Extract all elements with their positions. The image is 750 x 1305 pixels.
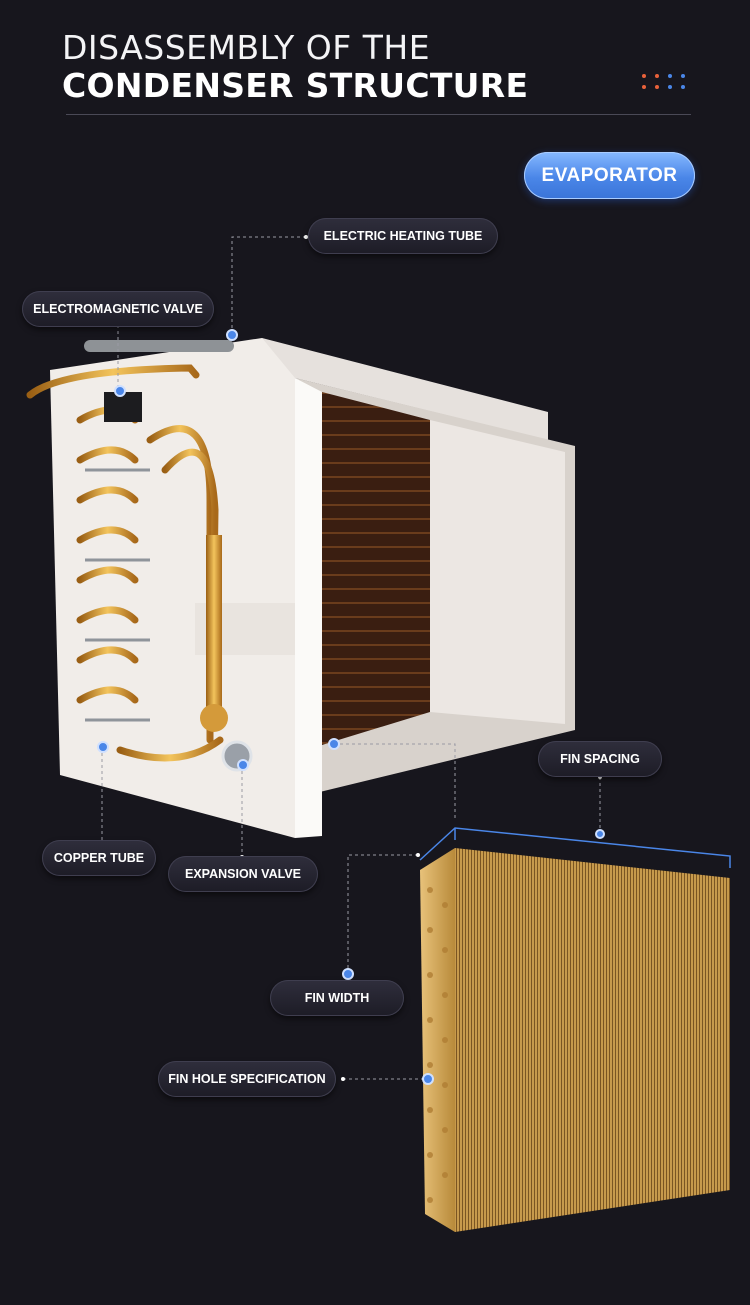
page-title-line-1: DISASSEMBLY OF THE	[62, 28, 431, 67]
dot-6	[655, 85, 659, 89]
label-copper-tube: COPPER TUBE	[42, 840, 156, 876]
evaporator-housing	[50, 338, 575, 838]
dot-5	[642, 85, 646, 89]
title-divider	[66, 114, 691, 115]
heating-rods	[85, 468, 150, 722]
dot-8	[681, 85, 685, 89]
label-fin-width: FIN WIDTH	[270, 980, 404, 1016]
decorative-dots	[642, 74, 692, 94]
fin-block	[420, 848, 730, 1232]
label-electric-heating-tube: ELECTRIC HEATING TUBE	[308, 218, 498, 254]
label-fin-hole-specification: FIN HOLE SPECIFICATION	[158, 1061, 336, 1097]
evaporator-badge: EVAPORATOR	[524, 152, 695, 199]
page-title-line-2: CONDENSER STRUCTURE	[62, 66, 529, 105]
label-fin-spacing: FIN SPACING	[538, 741, 662, 777]
dot-1	[642, 74, 646, 78]
dot-4	[681, 74, 685, 78]
fin-spacing-dimension	[419, 827, 731, 868]
dot-2	[655, 74, 659, 78]
callout-leaders	[101, 236, 601, 1080]
dot-3	[668, 74, 672, 78]
electromagnetic-valve-part	[84, 340, 234, 422]
callout-markers	[97, 329, 605, 1085]
label-expansion-valve: EXPANSION VALVE	[168, 856, 318, 892]
dot-7	[668, 85, 672, 89]
label-electromagnetic-valve: ELECTROMAGNETIC VALVE	[22, 291, 214, 327]
